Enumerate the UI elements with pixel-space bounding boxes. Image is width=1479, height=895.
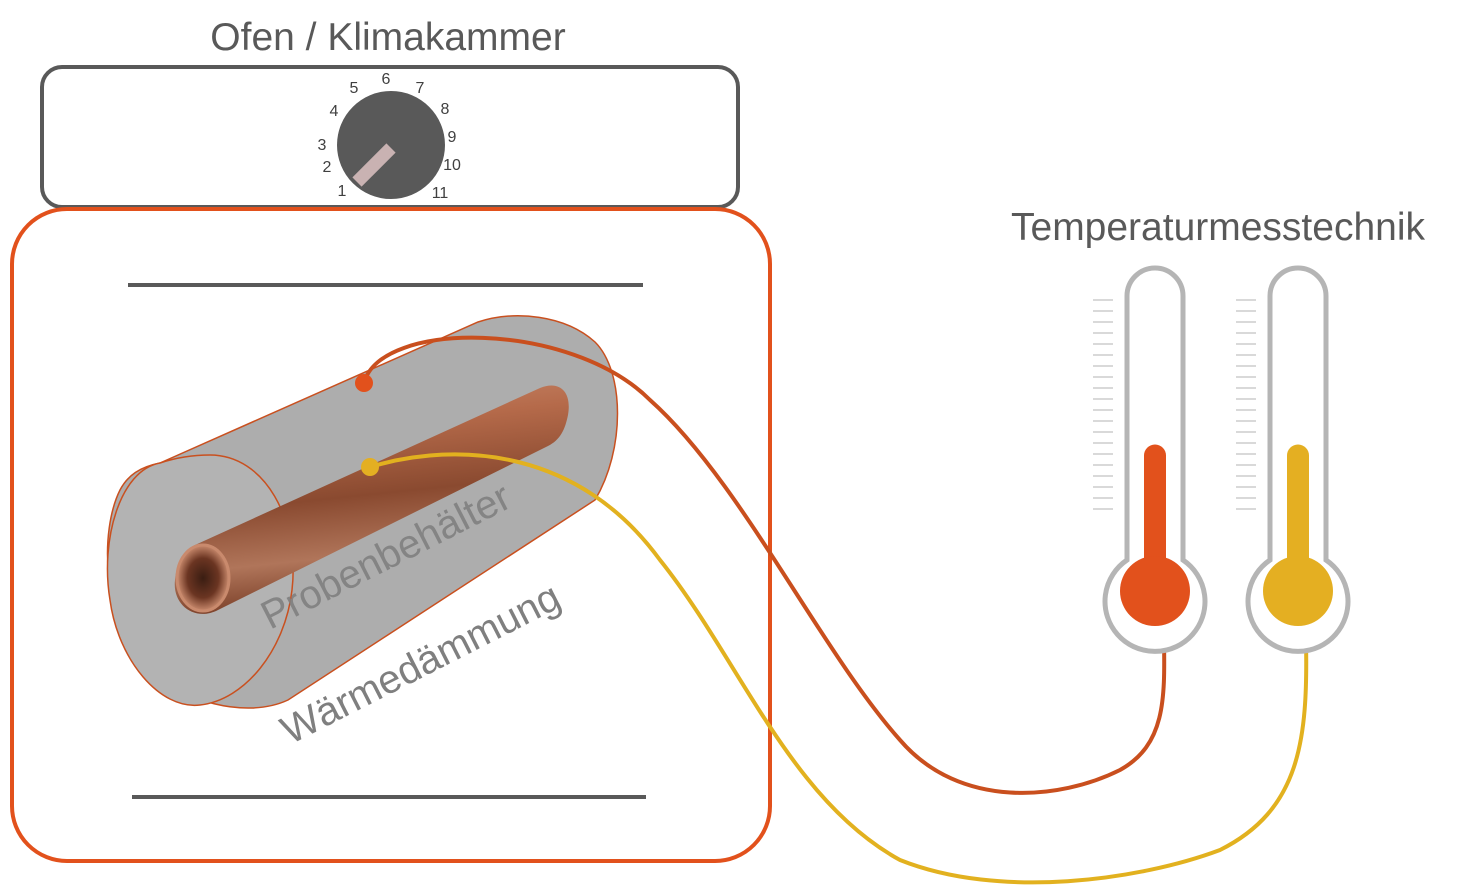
dial-number: 11 bbox=[432, 185, 449, 202]
dial-number: 6 bbox=[382, 71, 391, 88]
sensor-wire-yellow bbox=[369, 452, 1309, 885]
dial-pointer bbox=[352, 143, 396, 187]
copper-pipe bbox=[174, 385, 569, 614]
dial-number: 4 bbox=[330, 103, 339, 120]
thermometers bbox=[1093, 265, 1351, 654]
dial-number: 3 bbox=[318, 137, 327, 154]
measurement-title: Temperaturmesstechnik bbox=[1011, 206, 1425, 249]
sensor-point-inner bbox=[361, 458, 379, 476]
dial-number: 1 bbox=[338, 183, 347, 200]
dial-number: 8 bbox=[441, 101, 450, 118]
dial-number: 10 bbox=[443, 157, 461, 174]
climate-chamber bbox=[10, 207, 772, 863]
thermometer bbox=[1236, 265, 1351, 654]
dial-number: 5 bbox=[350, 80, 359, 97]
sensor-point-outer bbox=[355, 374, 373, 392]
thermometer-bulb bbox=[1120, 556, 1190, 626]
thermometer-fluid bbox=[1287, 444, 1309, 591]
oven-title: Ofen / Klimakammer bbox=[210, 16, 565, 59]
thermometer bbox=[1093, 265, 1208, 654]
dial-number: 9 bbox=[448, 129, 457, 146]
copper-pipe-opening bbox=[175, 543, 231, 613]
dial-number: 2 bbox=[323, 159, 332, 176]
thermometer-fluid bbox=[1144, 444, 1166, 591]
dial-knob[interactable] bbox=[337, 91, 445, 199]
sensor-wire-orange bbox=[362, 335, 1167, 795]
dial-number: 7 bbox=[416, 80, 425, 97]
thermometer-bulb bbox=[1263, 556, 1333, 626]
